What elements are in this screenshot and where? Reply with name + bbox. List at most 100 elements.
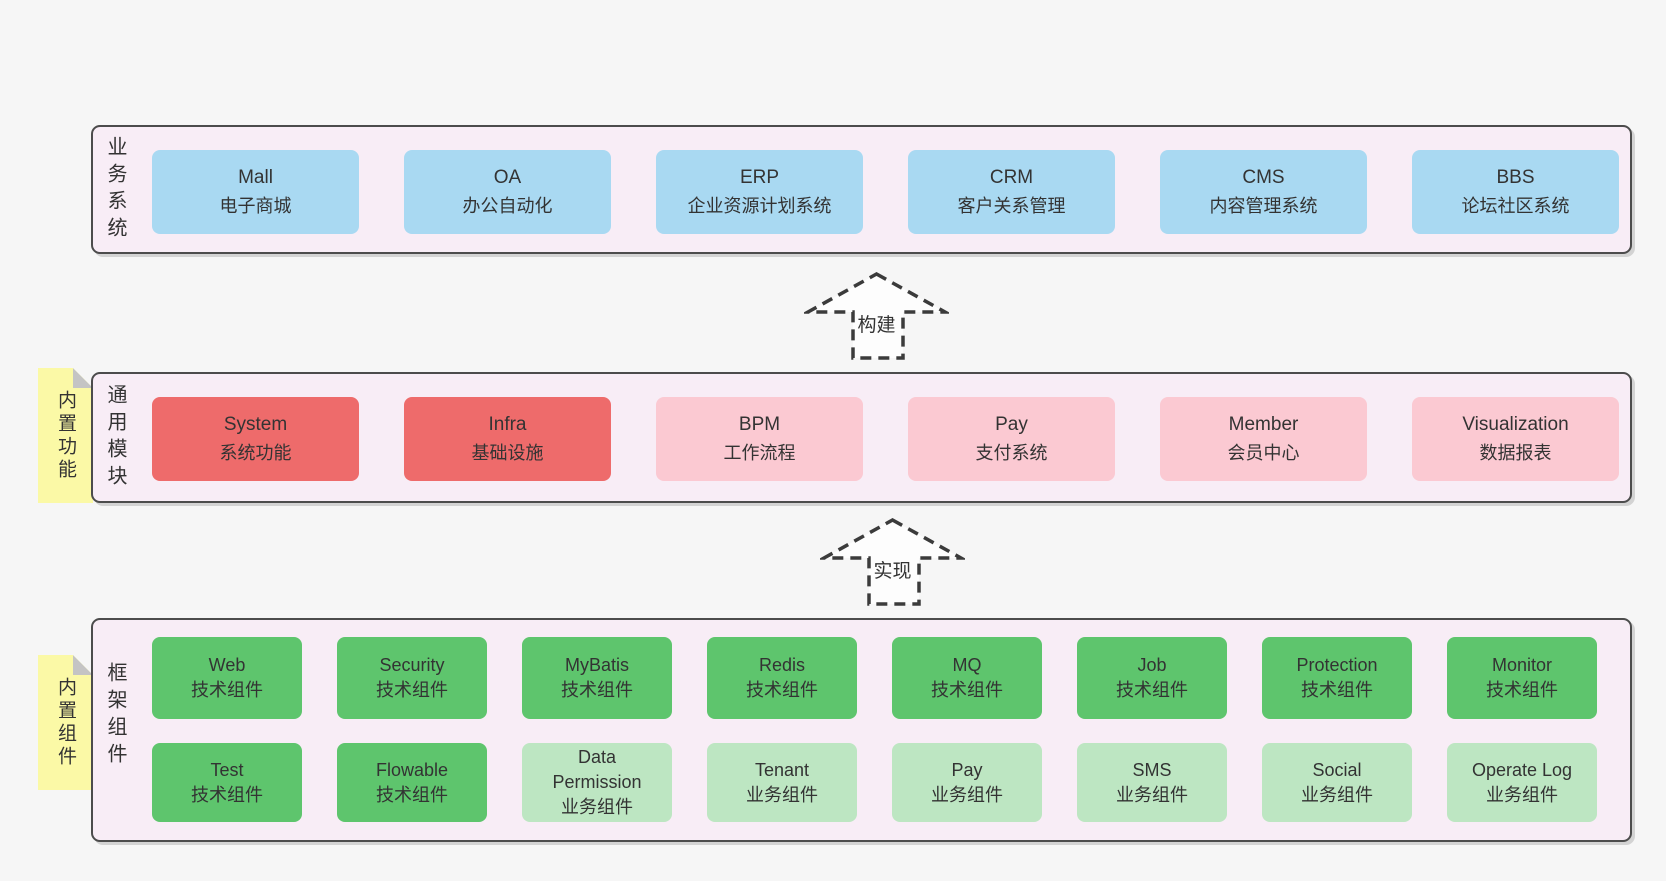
box-test-desc: 技术组件	[191, 784, 263, 805]
box-mybatis-desc: 技术组件	[561, 680, 633, 700]
layer-label-framework: 框架组件	[104, 662, 126, 770]
box-member-name: Member	[1228, 414, 1299, 435]
box-pay-component: Pay 业务组件	[892, 743, 1042, 822]
box-job-name: Job	[1137, 655, 1167, 675]
box-protection-name: Protection	[1296, 655, 1378, 675]
box-system-name: System	[223, 414, 288, 435]
box-bbs-desc: 论坛社区系统	[1461, 196, 1570, 216]
box-oa-name: OA	[493, 167, 522, 188]
box-security-desc: 技术组件	[376, 680, 448, 700]
box-web-desc: 技术组件	[191, 680, 263, 700]
box-bbs-name: BBS	[1496, 167, 1535, 188]
box-erp-name: ERP	[739, 167, 780, 188]
box-redis-desc: 技术组件	[746, 680, 818, 700]
build-arrow: 构建	[801, 271, 952, 362]
box-web: Web 技术组件	[152, 637, 302, 719]
box-test: Test 技术组件	[152, 743, 302, 822]
box-member-desc: 会员中心	[1227, 443, 1300, 463]
box-monitor-name: Monitor	[1491, 655, 1553, 675]
box-job-desc: 技术组件	[1116, 680, 1188, 700]
box-operate-log: Operate Log 业务组件	[1447, 743, 1597, 822]
box-monitor: Monitor 技术组件	[1447, 637, 1597, 719]
box-visualization-name: Visualization	[1462, 414, 1569, 435]
layer-label-business: 业务系统	[104, 135, 126, 244]
box-flowable-name: Flowable	[375, 759, 449, 780]
box-sms-name: SMS	[1132, 759, 1172, 780]
box-crm: CRM 客户关系管理	[908, 150, 1115, 234]
box-erp: ERP 企业资源计划系统	[656, 150, 863, 234]
box-system: System 系统功能	[152, 397, 359, 481]
tag-modules-text: 内置功能	[55, 389, 76, 482]
box-protection-desc: 技术组件	[1301, 680, 1373, 700]
panel-business-systems: 业务系统 Mall 电子商城 OA 办公自动化 ERP 企业资源计划系统 CRM…	[91, 125, 1632, 254]
box-operate-log-desc: 业务组件	[1486, 784, 1558, 805]
box-bbs: BBS 论坛社区系统	[1412, 150, 1619, 234]
tag-framework-text: 内置组件	[55, 676, 76, 769]
box-bpm-desc: 工作流程	[723, 443, 796, 463]
box-crm-name: CRM	[989, 167, 1034, 188]
box-data-permission-name: Data Permission	[552, 747, 642, 792]
box-crm-desc: 客户关系管理	[957, 196, 1066, 216]
box-social: Social 业务组件	[1262, 743, 1412, 822]
box-mybatis: MyBatis 技术组件	[522, 637, 672, 719]
box-security: Security 技术组件	[337, 637, 487, 719]
box-flowable-desc: 技术组件	[376, 784, 448, 805]
framework-box-row-1: Web 技术组件 Security 技术组件 MyBatis 技术组件 Redi…	[152, 637, 1597, 719]
sticky-tag-built-in-functions: 内置功能	[38, 368, 93, 503]
box-test-name: Test	[210, 759, 244, 780]
box-member: Member 会员中心	[1160, 397, 1367, 481]
box-cms: CMS 内容管理系统	[1160, 150, 1367, 234]
box-cms-desc: 内容管理系统	[1209, 196, 1318, 216]
panel-framework-components: 框架组件 Web 技术组件 Security 技术组件 MyBatis 技术组件…	[91, 618, 1632, 842]
panel-common-modules: 通用模块 System 系统功能 Infra 基础设施 BPM 工作流程 Pay…	[91, 372, 1632, 503]
business-box-row: Mall 电子商城 OA 办公自动化 ERP 企业资源计划系统 CRM 客户关系…	[152, 150, 1619, 234]
build-arrow-label: 构建	[855, 314, 898, 338]
box-security-name: Security	[379, 655, 445, 675]
layer-label-modules: 通用模块	[104, 383, 126, 492]
box-infra-name: Infra	[488, 414, 527, 435]
box-erp-desc: 企业资源计划系统	[687, 196, 832, 216]
box-tenant-desc: 业务组件	[746, 784, 818, 805]
box-mall-desc: 电子商城	[219, 196, 292, 216]
implement-arrow-label: 实现	[871, 560, 914, 584]
box-mybatis-name: MyBatis	[564, 655, 629, 675]
box-social-desc: 业务组件	[1301, 784, 1373, 805]
box-data-permission-desc: 业务组件	[561, 797, 633, 817]
box-mq-desc: 技术组件	[931, 680, 1003, 700]
box-cms-name: CMS	[1242, 167, 1285, 188]
box-mall: Mall 电子商城	[152, 150, 359, 234]
box-job: Job 技术组件	[1077, 637, 1227, 719]
box-pay-module: Pay 支付系统	[908, 397, 1115, 481]
implement-arrow: 实现	[817, 517, 968, 608]
box-sms: SMS 业务组件	[1077, 743, 1227, 822]
box-visualization: Visualization 数据报表	[1412, 397, 1619, 481]
box-operate-log-name: Operate Log	[1471, 759, 1573, 780]
box-protection: Protection 技术组件	[1262, 637, 1412, 719]
box-system-desc: 系统功能	[219, 443, 292, 463]
box-infra-desc: 基础设施	[471, 443, 544, 463]
box-data-permission: Data Permission 业务组件	[522, 743, 672, 822]
box-infra: Infra 基础设施	[404, 397, 611, 481]
box-pay-module-desc: 支付系统	[975, 443, 1048, 463]
box-tenant: Tenant 业务组件	[707, 743, 857, 822]
box-oa: OA 办公自动化	[404, 150, 611, 234]
box-social-name: Social	[1312, 759, 1362, 780]
box-mq: MQ 技术组件	[892, 637, 1042, 719]
box-pay-module-name: Pay	[995, 414, 1028, 435]
box-visualization-desc: 数据报表	[1479, 443, 1552, 463]
box-bpm-name: BPM	[738, 414, 781, 435]
sticky-tag-built-in-components: 内置组件	[38, 655, 93, 790]
box-bpm: BPM 工作流程	[656, 397, 863, 481]
box-oa-desc: 办公自动化	[462, 196, 553, 216]
box-tenant-name: Tenant	[754, 759, 810, 780]
box-sms-desc: 业务组件	[1116, 784, 1188, 805]
box-pay-component-desc: 业务组件	[931, 784, 1003, 805]
box-web-name: Web	[208, 655, 246, 675]
box-flowable: Flowable 技术组件	[337, 743, 487, 822]
box-pay-component-name: Pay	[951, 759, 983, 780]
box-redis-name: Redis	[758, 655, 806, 675]
box-mall-name: Mall	[238, 167, 273, 188]
box-mq-name: MQ	[952, 655, 982, 675]
framework-box-row-2: Test 技术组件 Flowable 技术组件 Data Permission …	[152, 743, 1597, 822]
